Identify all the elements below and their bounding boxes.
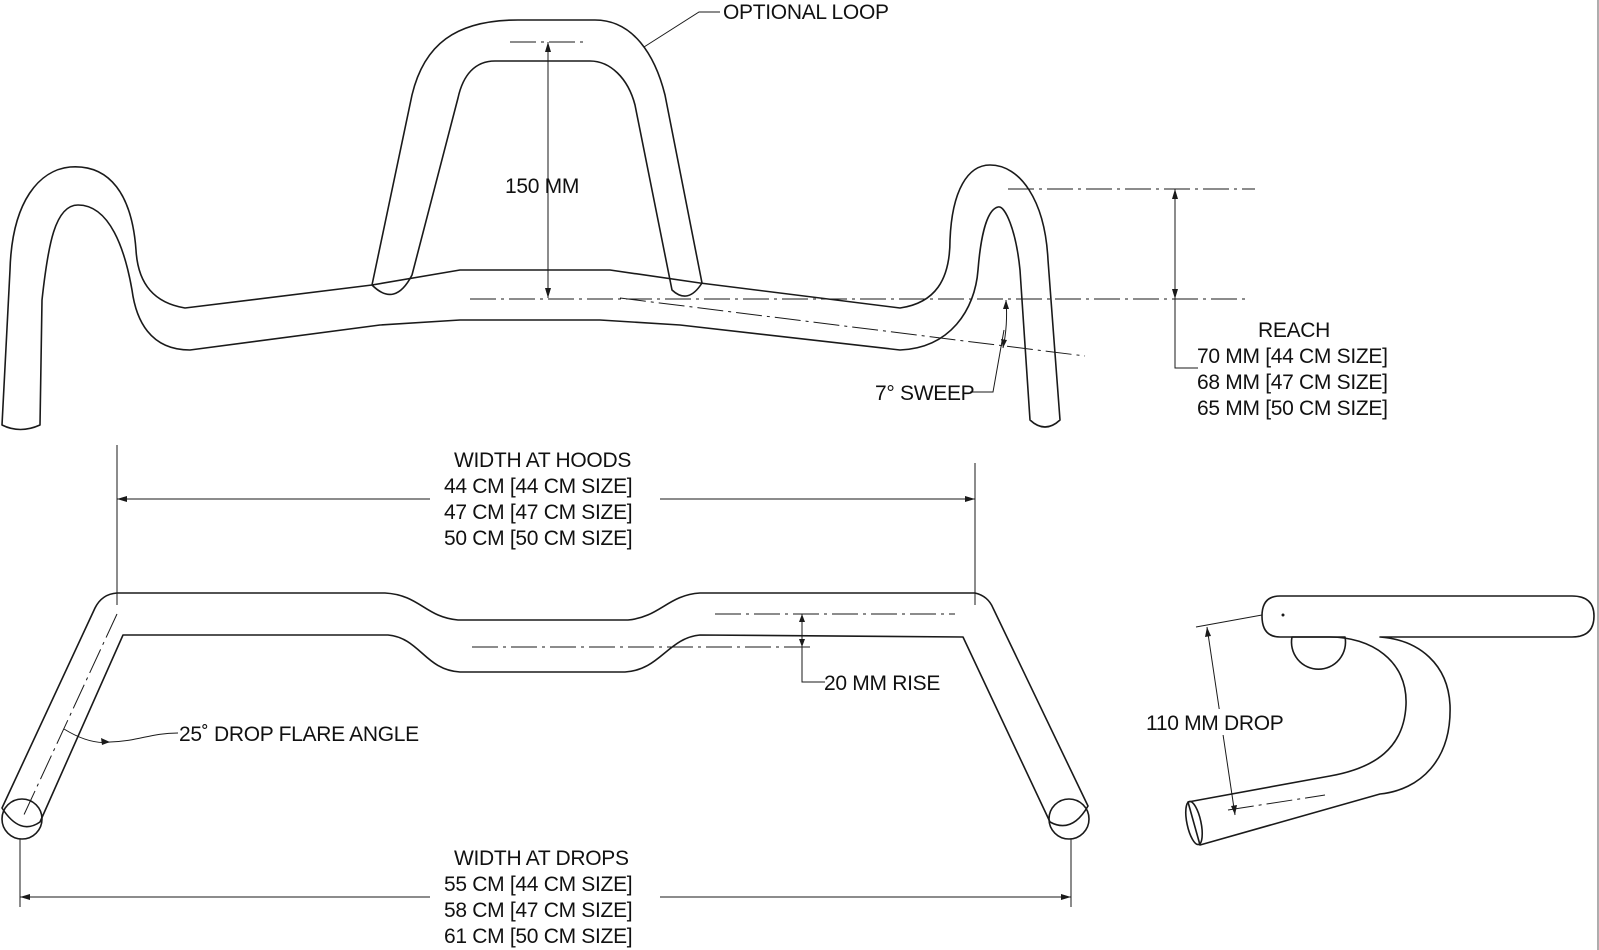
sweep-arrow-top xyxy=(1003,300,1009,309)
side-center-point xyxy=(1281,613,1285,617)
reach-44: 70 MM [44 CM SIZE] xyxy=(1197,345,1388,368)
drops-44: 55 CM [44 CM SIZE] xyxy=(444,873,632,896)
reach-50: 65 MM [50 CM SIZE] xyxy=(1197,397,1388,420)
hoods-arrow-right xyxy=(965,496,975,502)
width-at-hoods-dimension: WIDTH AT HOODS 44 CM [44 CM SIZE] 47 CM … xyxy=(116,445,976,605)
drops-50: 61 CM [50 CM SIZE] xyxy=(444,925,632,948)
hoods-47: 47 CM [47 CM SIZE] xyxy=(444,501,632,524)
hoods-50: 50 CM [50 CM SIZE] xyxy=(444,527,632,550)
side-drop-centerline xyxy=(1227,794,1326,811)
flare-label: 25˚ DROP FLARE ANGLE xyxy=(179,723,419,746)
flare-arrow xyxy=(101,738,110,745)
rise-arrow-bottom xyxy=(799,639,805,647)
side-view: 110 MM DROP xyxy=(1143,595,1595,846)
sweep-leader xyxy=(970,329,1005,393)
reach-title: REACH xyxy=(1258,319,1330,342)
front-view: 20 MM RISE 25˚ DROP FLARE ANGLE xyxy=(1,592,1090,840)
hoods-arrow-left xyxy=(117,496,127,502)
loop-height-arrow-bottom xyxy=(545,288,551,298)
drop-extension-top xyxy=(1195,614,1263,628)
drops-arrow-left xyxy=(20,894,30,900)
right-drop-end xyxy=(1048,798,1090,840)
hoods-44: 44 CM [44 CM SIZE] xyxy=(444,475,632,498)
optional-loop-outline xyxy=(371,19,703,297)
hoods-title: WIDTH AT HOODS xyxy=(454,449,631,472)
side-view-handlebar-outline xyxy=(1187,595,1595,846)
reach-arrow-top xyxy=(1172,189,1178,199)
drop-label: 110 MM DROP xyxy=(1146,712,1284,735)
side-drop-end xyxy=(1184,800,1204,846)
optional-loop-label: OPTIONAL LOOP xyxy=(723,1,889,24)
top-view-handlebar-outline xyxy=(1,164,1061,431)
loop-height-label: 150 MM xyxy=(505,175,579,198)
reach-arrow-bottom xyxy=(1172,289,1178,299)
drops-arrow-right xyxy=(1061,894,1071,900)
width-at-drops-dimension: WIDTH AT DROPS 55 CM [44 CM SIZE] 58 CM … xyxy=(19,839,1072,950)
reach-leader xyxy=(1174,299,1198,369)
left-drop-end xyxy=(1,798,43,840)
drop-arrow-top xyxy=(1205,627,1211,637)
drops-title: WIDTH AT DROPS xyxy=(454,847,629,870)
drop-arrow-bottom xyxy=(1231,805,1237,815)
rise-label: 20 MM RISE xyxy=(824,672,940,695)
reach-47: 68 MM [47 CM SIZE] xyxy=(1197,371,1388,394)
rise-leader xyxy=(801,647,825,683)
loop-height-arrow-top xyxy=(545,42,551,52)
rise-arrow-top xyxy=(799,614,805,622)
top-view: 150 MM OPTIONAL LOOP REACH 70 MM [44 CM … xyxy=(1,1,1388,431)
sweep-label: 7° SWEEP xyxy=(875,382,974,405)
drops-47: 58 CM [47 CM SIZE] xyxy=(444,899,632,922)
stem-clamp-circle xyxy=(1290,636,1347,670)
left-drop-centerline xyxy=(21,613,118,820)
sweep-centerline xyxy=(619,297,1086,357)
flare-leader xyxy=(109,732,179,743)
front-view-handlebar-outline xyxy=(1,592,1089,828)
optional-loop-leader xyxy=(643,11,720,48)
